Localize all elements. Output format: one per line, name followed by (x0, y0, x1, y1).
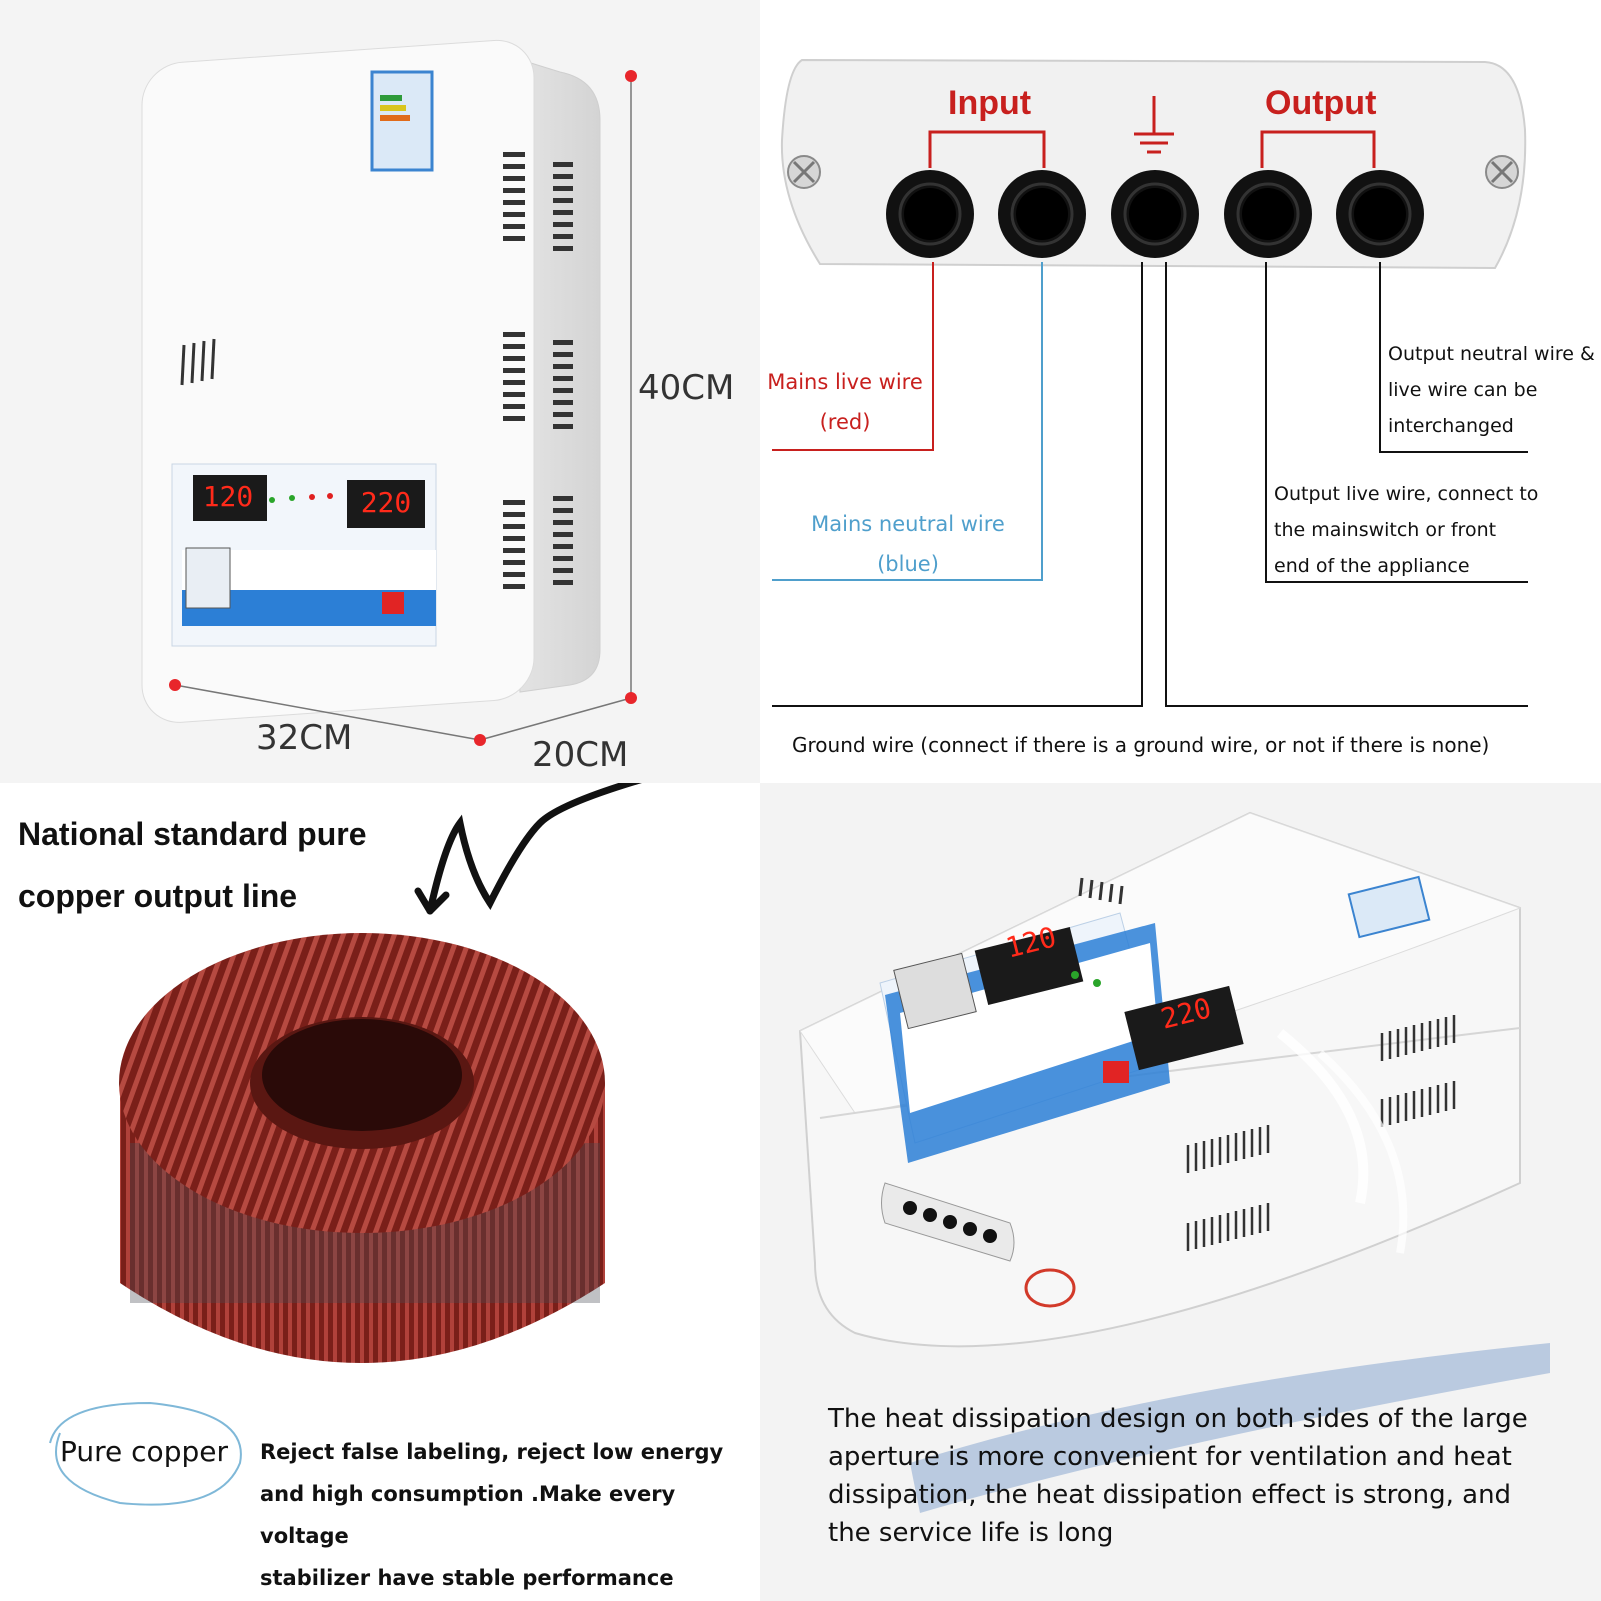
stabilizer-front-illustration (141, 39, 637, 746)
toroidal-coil-illustration (49, 783, 643, 1506)
heat-dissipation-panel: 120 220 The heat dissipation design on b… (760, 783, 1601, 1601)
output-label: Output (1265, 84, 1377, 122)
heat-dissipation-description: The heat dissipation design on both side… (828, 1404, 1528, 1548)
input-voltage-display: 120 (202, 480, 254, 513)
terminal-holes (886, 170, 1424, 258)
headline: National standard pure copper output lin… (18, 816, 367, 914)
output-neutral-wire-label: Output neutral wire & live wire can be i… (1388, 343, 1595, 437)
quality-claim-text: Reject false labeling, reject low energy… (260, 1440, 724, 1590)
depth-dimension-label: 20CM (532, 735, 629, 775)
wiring-diagram-panel: Input Output Mains live wire (red) Mains… (760, 0, 1601, 783)
mains-neutral-wire-label: Mains neutral wire (blue) (811, 512, 1005, 576)
pure-copper-badge: Pure copper (60, 1435, 228, 1468)
output-voltage-display: 220 (360, 486, 412, 519)
height-dimension-label: 40CM (638, 368, 735, 408)
stabilizer-angled-illustration (798, 811, 1550, 1513)
width-dimension-label: 32CM (256, 718, 353, 758)
copper-coil-panel: National standard pure copper output lin… (0, 783, 760, 1601)
terminal-block-diagram (772, 58, 1528, 707)
ground-wire-label: Ground wire (connect if there is a groun… (792, 733, 1490, 757)
input-label: Input (948, 84, 1032, 122)
dimensions-panel: 120 220 40CM 32CM 20CM (0, 0, 760, 783)
mains-live-wire-label: Mains live wire (red) (767, 370, 923, 434)
output-live-wire-label: Output live wire, connect to the mainswi… (1274, 483, 1539, 577)
